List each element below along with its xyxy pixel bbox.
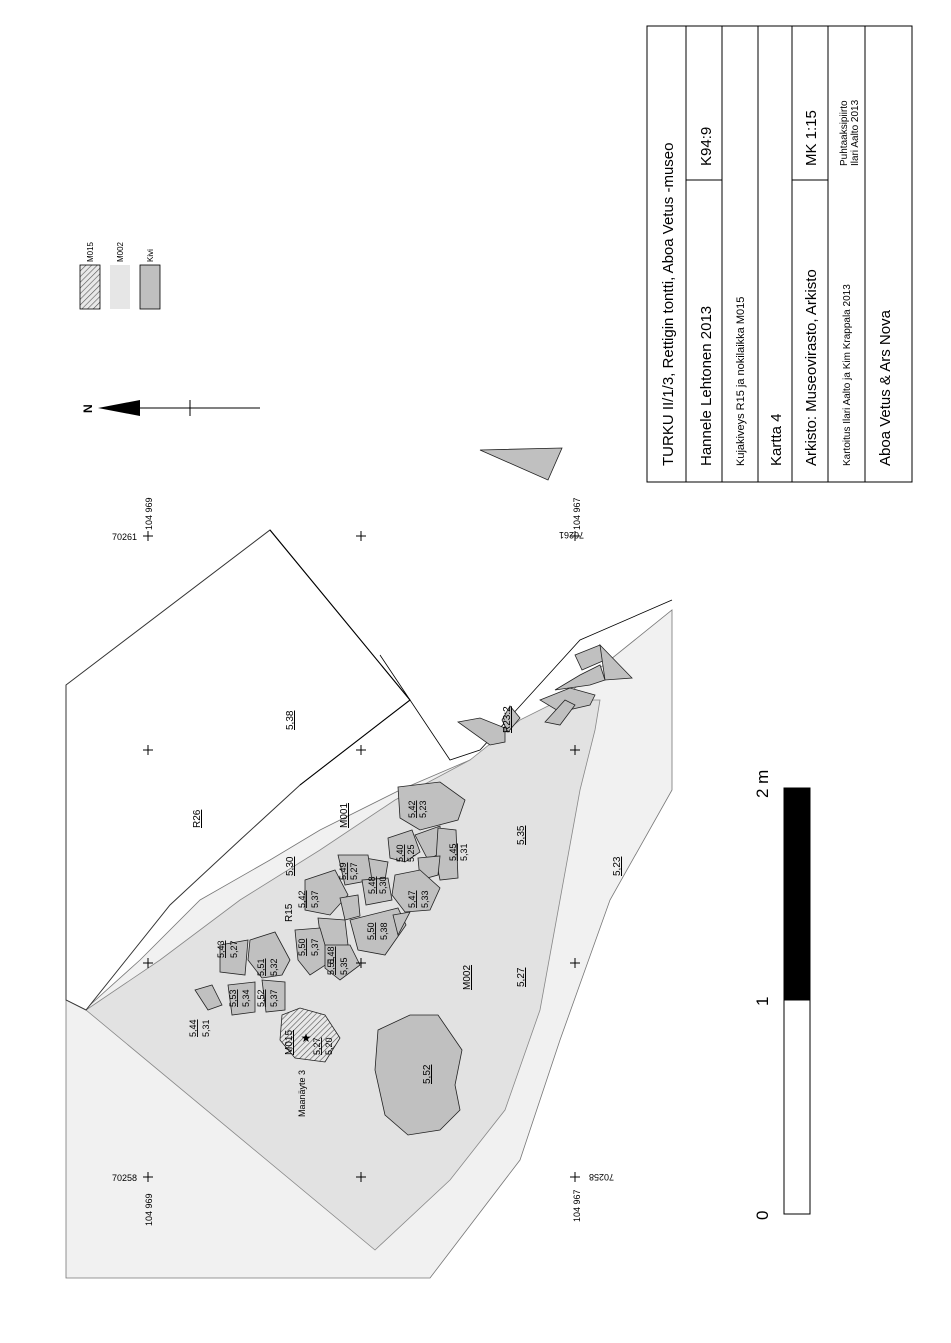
grid-label-tl-a: 70261 <box>112 532 137 542</box>
elev-551-top: 5,51 <box>326 957 336 975</box>
elev-551b-bottom: 5,32 <box>269 958 279 976</box>
elevation-535: 5,35 <box>516 825 527 845</box>
feature-r26: R26 <box>192 809 203 828</box>
elev-547-top: 5,47 <box>407 890 417 908</box>
elev-527-top: 5,27 <box>312 1037 322 1055</box>
legend-label-m002: M002 <box>116 241 125 262</box>
elev-549-top: 5,49 <box>338 862 348 880</box>
elevation-pairs: 5,42 5,23 5,40 5,25 5,45 5,31 5,49 5,27 … <box>188 800 469 1055</box>
elev-542-bottom: 5,23 <box>418 800 428 818</box>
feature-m002: M002 <box>462 965 473 990</box>
elev-548-bottom: 5,30 <box>378 876 388 894</box>
scale-label-2m: 2 m <box>753 770 772 798</box>
surveyed-text: Kartoitus Ilari Aalto ja Kim Krappala 20… <box>842 284 853 466</box>
legend-swatch-m002 <box>110 265 130 309</box>
grid-label-tr-a: 104 967 <box>572 497 582 530</box>
grid-label-bl-b: 104 969 <box>144 1193 154 1226</box>
feature-r23-2: R23:2 <box>502 706 513 733</box>
elev-553-bottom: 5,34 <box>241 989 251 1007</box>
title-block <box>646 25 913 483</box>
elev-542b-bottom: 5,37 <box>310 890 320 908</box>
feature-m015: M015 <box>284 1030 295 1055</box>
clean-copy-line1: Puhtaaksipiirto <box>839 100 850 166</box>
elevation-527: 5,27 <box>516 967 527 987</box>
elev-549-bottom: 5,27 <box>349 862 359 880</box>
legend-label-kivi: Kivi <box>146 249 155 262</box>
north-arrow <box>98 400 260 416</box>
legend-swatch-m015 <box>79 264 101 310</box>
elev-545-bottom: 5,31 <box>459 843 469 861</box>
subject-text: Kujakiveys R15 ja nokilaikka M015 <box>735 297 747 466</box>
elev-544-top: 5,44 <box>188 1019 198 1037</box>
feature-m001: M001 <box>339 803 350 828</box>
grid-label-tr-b: 70261 <box>559 530 584 540</box>
north-label: N <box>81 404 95 413</box>
map-number: Kartta 4 <box>768 413 785 466</box>
grid-label-br-a: 104 967 <box>572 1189 582 1222</box>
sample-label: Maanäyte 3 <box>297 1070 307 1117</box>
map-title: TURKU II/1/3, Rettigin tontti, Aboa Vetu… <box>660 143 677 467</box>
elev-551b-top: 5,51 <box>256 958 266 976</box>
elev-548-top: 5,48 <box>367 876 377 894</box>
elev-553-top: 5,53 <box>228 989 238 1007</box>
grid-label-bl-a: 70258 <box>112 1173 137 1183</box>
elev-550-top: 5,50 <box>366 922 376 940</box>
publisher-text: Aboa Vetus & Ars Nova <box>877 309 894 466</box>
author-text: Hannele Lehtonen 2013 <box>698 306 715 466</box>
elev-550-bottom: 5,38 <box>379 922 389 940</box>
scale-label-0: 0 <box>753 1211 772 1220</box>
legend-swatch-kivi <box>139 264 161 310</box>
elevation-523: 5,23 <box>612 856 623 876</box>
grid-crosses <box>143 531 580 1182</box>
elev-540-bottom: 5,25 <box>406 844 416 862</box>
scale-bar-black <box>783 787 811 1001</box>
grid-label-br-b: 70258 <box>589 1172 614 1182</box>
feature-r15: R15 <box>284 903 295 922</box>
elev-527-bottom: 5,20 <box>324 1037 334 1055</box>
elev-550b-bottom: 5,37 <box>310 938 320 956</box>
r23-boundary <box>379 599 673 761</box>
elev-543-top: 5,43 <box>216 940 226 958</box>
archive-text: Arkisto: Museovirasto, Arkisto <box>803 269 820 466</box>
elev-552-bottom: 5,37 <box>269 989 279 1007</box>
legend-label-m015: M015 <box>86 241 95 262</box>
elevation-538: 5,38 <box>285 710 296 730</box>
elev-544-bottom: 5,31 <box>201 1019 211 1037</box>
elev-550b-top: 5,50 <box>297 938 307 956</box>
scale-bar-white <box>783 999 811 1215</box>
elev-551-bottom: 5,35 <box>339 957 349 975</box>
elev-542-top: 5,42 <box>407 800 417 818</box>
elev-543-bottom: 5,27 <box>229 940 239 958</box>
scale-text: MK 1:15 <box>803 110 820 166</box>
elev-540-top: 5,40 <box>395 844 405 862</box>
sample-marker: ★ <box>301 1031 312 1045</box>
stones <box>194 447 633 1136</box>
elev-547-bottom: 5,33 <box>420 890 430 908</box>
elevation-530: 5,30 <box>285 856 296 876</box>
elevation-548: 5,48 <box>326 946 336 964</box>
scale-label-1: 1 <box>753 997 772 1006</box>
code-text: K94:9 <box>698 127 715 166</box>
grid-label-tl-b: 104 969 <box>144 497 154 530</box>
clean-copy-line2: Ilari Aalto 2013 <box>850 99 861 166</box>
elev-552-top: 5,52 <box>256 989 266 1007</box>
elev-545-top: 5,45 <box>448 843 458 861</box>
m015-feature <box>279 1007 341 1063</box>
elev-542b-top: 5,42 <box>297 890 307 908</box>
elevation-552: 5,52 <box>422 1064 433 1084</box>
